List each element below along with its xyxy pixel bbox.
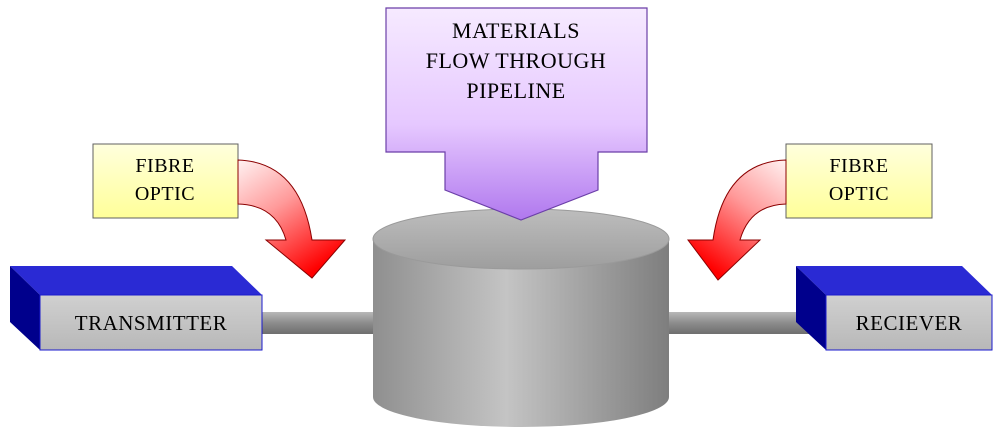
left-connector-rod: [255, 312, 385, 334]
fibre-right-line-1: FIBRE: [829, 155, 888, 177]
transmitter-label: TRANSMITTER: [75, 311, 228, 335]
transmitter-box: TRANSMITTER: [10, 266, 263, 351]
receiver-box: RECIEVER: [796, 266, 993, 351]
fibre-left-line-1: FIBRE: [135, 155, 194, 177]
fibre-right-line-2: OPTIC: [829, 183, 889, 205]
fibre-optic-label-right: FIBRE OPTIC: [785, 143, 933, 219]
materials-line-1: MATERIALS: [452, 18, 580, 43]
receiver-label: RECIEVER: [856, 311, 963, 335]
pipeline-cylinder: [372, 208, 670, 427]
fibre-left-line-2: OPTIC: [135, 183, 195, 205]
fibre-optic-arrow-right: [687, 159, 787, 281]
fibre-optic-label-left: FIBRE OPTIC: [92, 143, 239, 219]
fibre-optic-arrow-left: [237, 159, 347, 279]
materials-line-3: PIPELINE: [466, 78, 565, 103]
materials-flow-callout: MATERIALS FLOW THROUGH PIPELINE: [385, 7, 648, 221]
right-connector-rod: [660, 312, 810, 334]
materials-line-2: FLOW THROUGH: [426, 48, 607, 73]
